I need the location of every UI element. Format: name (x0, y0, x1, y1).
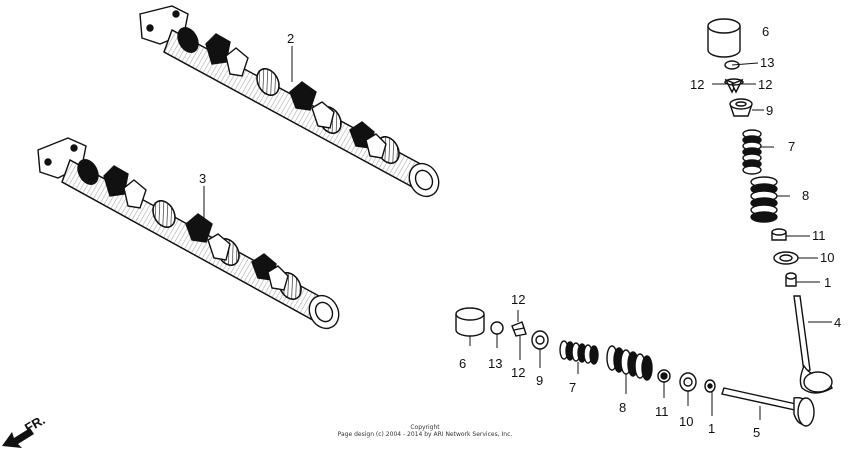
valve-spring-retainer[interactable] (531, 330, 549, 350)
callout-camshaft-lower: 3 (199, 171, 206, 186)
valve-cotters[interactable] (511, 321, 527, 337)
callout-cotter: 12 (690, 77, 704, 92)
callout-stem-seal: 11 (812, 228, 826, 243)
callout-shim: 13 (488, 356, 502, 371)
callout-retainer: 9 (536, 373, 543, 388)
callout-cotter: 12 (758, 77, 772, 92)
valve-spring-seat[interactable] (773, 251, 799, 265)
front-arrow-icon (2, 428, 34, 448)
callout-inner-spring: 7 (569, 380, 576, 395)
callout-guide-clip: 1 (824, 275, 831, 290)
valve-inner-spring[interactable] (742, 129, 762, 175)
callout-valve: 4 (834, 315, 841, 330)
callout-outer-spring: 8 (619, 400, 626, 415)
callout-cotter: 12 (511, 292, 525, 307)
callout-valve: 5 (753, 425, 760, 440)
callout-lifter: 6 (762, 24, 769, 39)
valve-guide-clip[interactable] (785, 272, 797, 287)
valve-cotters[interactable] (724, 78, 744, 94)
callout-retainer: 9 (766, 103, 773, 118)
leader-lines (469, 62, 832, 420)
camshaft-lower[interactable] (37, 137, 344, 334)
valve-lifter[interactable] (707, 18, 741, 58)
callout-stem-seal: 11 (655, 404, 669, 419)
callout-lifter: 6 (459, 356, 466, 371)
copyright-line: Copyright (410, 424, 440, 431)
valve-intake[interactable] (793, 295, 833, 394)
valve-guide-clip[interactable] (704, 379, 716, 393)
callout-camshaft-upper: 2 (287, 31, 294, 46)
valve-spring-retainer[interactable] (729, 98, 753, 117)
callout-cotter: 12 (511, 365, 525, 380)
valve-lifter[interactable] (455, 307, 485, 337)
valve-inner-spring[interactable] (559, 340, 599, 365)
camshaft-upper[interactable] (139, 5, 444, 202)
valve-spring-seat[interactable] (679, 372, 697, 392)
callout-spring-seat: 10 (820, 250, 834, 265)
valve-stem-seal[interactable] (771, 228, 787, 241)
callout-shim: 13 (760, 55, 774, 70)
valve-outer-spring[interactable] (606, 345, 653, 381)
callout-guide-clip: 1 (708, 421, 715, 436)
valve-shim[interactable] (490, 321, 504, 335)
copyright-notice: Page design (c) 2004 - 2014 by ARI Netwo… (337, 431, 513, 438)
valve-outer-spring[interactable] (750, 176, 778, 223)
callout-inner-spring: 7 (788, 139, 795, 154)
callout-outer-spring: 8 (802, 188, 809, 203)
valve-stem-seal[interactable] (657, 369, 671, 383)
callout-spring-seat: 10 (679, 414, 693, 429)
valve-exhaust[interactable] (721, 387, 815, 427)
